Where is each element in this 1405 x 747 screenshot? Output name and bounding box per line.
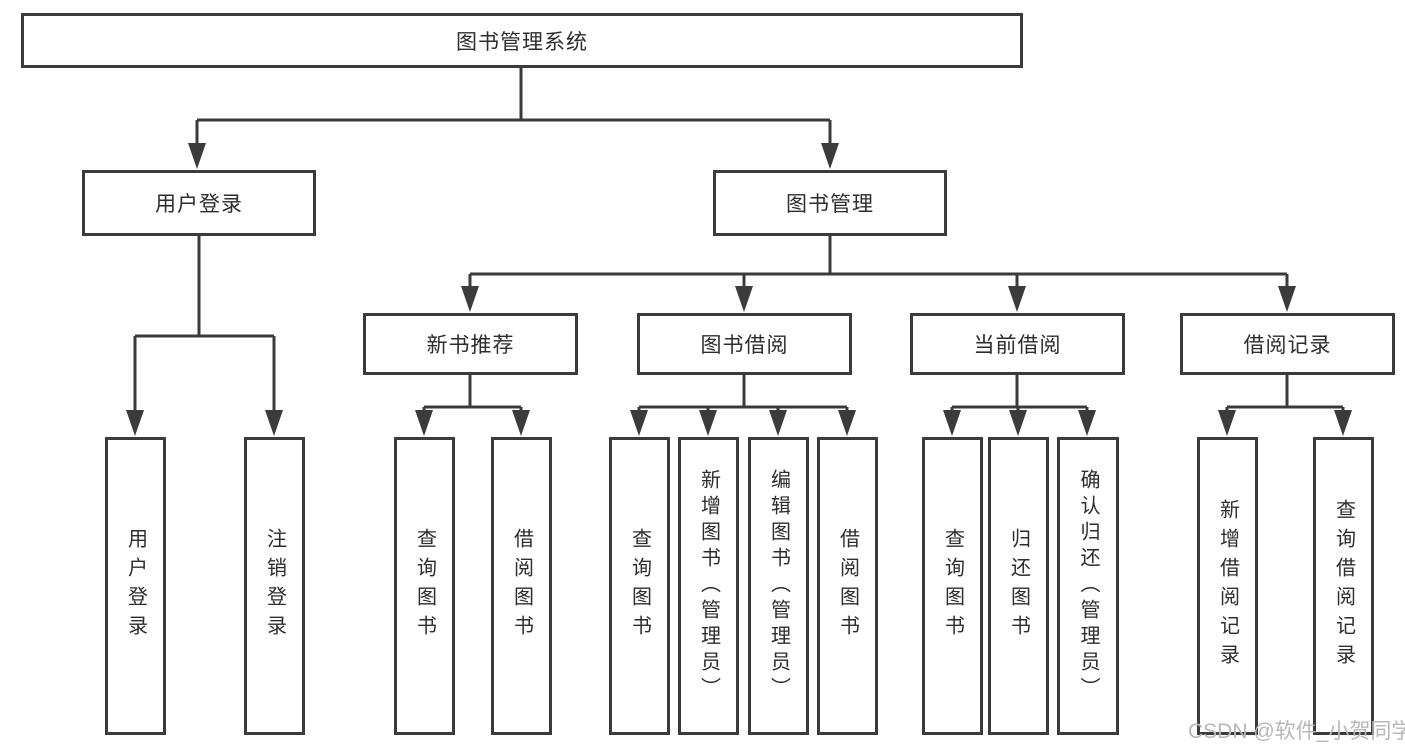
node-label: 图书管理系统 <box>456 30 588 54</box>
arrow-down-icon <box>838 410 856 436</box>
node-book-borrowing: 图书借阅 <box>637 313 852 375</box>
arrow-down-icon <box>1008 286 1026 312</box>
arrow-down-icon <box>699 410 717 436</box>
node-library-management-system: 图书管理系统 <box>21 13 1023 68</box>
leaf-user-login: 用户登录 <box>105 437 166 735</box>
arrow-down-icon <box>1078 410 1096 436</box>
leaf-add-borrow-record: 新增借阅记录 <box>1197 437 1258 735</box>
node-label: 用户登录 <box>155 193 243 216</box>
connector-current-to-leaves <box>950 375 1089 414</box>
leaf-add-book-admin: 新增图书（管理员） <box>678 437 739 735</box>
arrow-down-icon <box>461 286 479 312</box>
node-label: 用户登录 <box>124 528 147 644</box>
arrow-down-icon <box>769 410 787 436</box>
node-label: 新增借阅记录 <box>1216 499 1239 673</box>
arrow-down-icon <box>265 410 283 436</box>
connector-userlogin-to-leaves <box>133 236 276 414</box>
leaf-logout: 注销登录 <box>244 437 305 735</box>
node-label: 新增图书（管理员） <box>697 469 720 703</box>
node-borrow-records: 借阅记录 <box>1180 313 1395 375</box>
leaf-borrow-books-recommend: 借阅图书 <box>491 437 552 735</box>
leaf-query-books-recommend: 查询图书 <box>394 437 455 735</box>
leaf-edit-book-admin: 编辑图书（管理员） <box>748 437 809 735</box>
arrow-down-icon <box>943 410 961 436</box>
leaf-query-borrow-record: 查询借阅记录 <box>1313 437 1374 735</box>
arrow-down-icon <box>1334 410 1352 436</box>
node-book-management: 图书管理 <box>713 170 947 236</box>
leaf-query-books-borrowing: 查询图书 <box>609 437 670 735</box>
leaf-confirm-return-admin: 确认归还（管理员） <box>1057 437 1119 735</box>
arrow-down-icon <box>735 286 753 312</box>
node-label: 查询图书 <box>413 528 436 644</box>
node-label: 当前借阅 <box>973 334 1062 357</box>
node-label: 图书管理 <box>786 193 874 216</box>
node-label: 查询图书 <box>941 528 964 644</box>
connector-bookmgmt-to-level3 <box>468 236 1289 290</box>
arrow-down-icon <box>1278 286 1296 312</box>
csdn-watermark: CSDN @软件_小贺同学 <box>1188 720 1405 743</box>
node-label: 借阅图书 <box>510 528 533 644</box>
arrow-down-icon <box>126 410 144 436</box>
connector-recommend-to-leaves <box>422 375 523 414</box>
arrow-down-icon <box>415 410 433 436</box>
arrow-down-icon <box>512 410 530 436</box>
node-label: 确认归还（管理员） <box>1077 469 1099 703</box>
node-label: 借阅记录 <box>1243 334 1332 357</box>
node-label: 新书推荐 <box>426 334 515 357</box>
leaf-borrow-books-borrowing: 借阅图书 <box>817 437 878 735</box>
node-current-borrowing: 当前借阅 <box>910 313 1125 375</box>
node-label: 编辑图书（管理员） <box>767 469 790 703</box>
arrow-down-icon <box>1009 410 1027 436</box>
arrow-down-icon <box>821 143 839 169</box>
leaf-return-book: 归还图书 <box>988 437 1049 735</box>
node-label: 查询图书 <box>628 528 651 644</box>
node-label: 注销登录 <box>263 528 286 644</box>
connector-root-to-level2 <box>195 67 832 147</box>
arrow-down-icon <box>188 143 206 169</box>
connector-records-to-leaves <box>1225 375 1345 414</box>
node-new-book-recommend: 新书推荐 <box>363 313 578 375</box>
node-label: 借阅图书 <box>836 528 859 644</box>
node-label: 归还图书 <box>1007 528 1030 644</box>
arrow-down-icon <box>1218 410 1236 436</box>
arrow-down-icon <box>630 410 648 436</box>
node-label: 图书借阅 <box>700 334 789 357</box>
leaf-query-books-current: 查询图书 <box>922 437 983 735</box>
node-user-login: 用户登录 <box>82 170 316 236</box>
node-label: 查询借阅记录 <box>1332 499 1355 673</box>
connector-borrowing-to-leaves <box>637 375 849 414</box>
